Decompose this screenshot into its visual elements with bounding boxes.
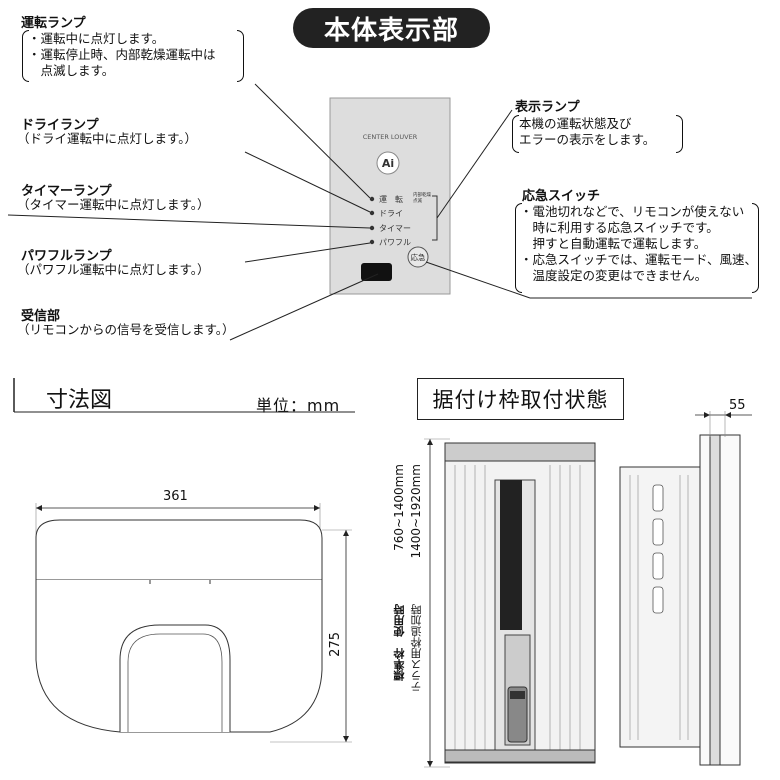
bracket	[22, 30, 29, 82]
receiver-desc: （リモコンからの信号を受信します。）	[17, 322, 235, 337]
receiver-title: 受信部	[21, 309, 61, 324]
display-diagram: CENTER LOUVER Ai 運 転 ドライ タイマー パワフル 内部乾燥 …	[7, 83, 752, 341]
emergency-switch-desc: ・電池切れなどで、リモコンが使えない 時に利用する応急スイッチです。 押すと自動…	[520, 204, 758, 283]
height-dimension: 275	[328, 632, 343, 657]
timer-lamp-title: タイマーランプ	[21, 184, 112, 199]
run-lamp-desc: ・運転中に点灯します。 ・運転停止時、内部乾燥運転中は 点滅します。	[28, 31, 216, 78]
range-standard: 760~1400mm	[392, 464, 406, 551]
dimension-title: 寸法図	[46, 388, 113, 413]
timer-lamp-dot	[369, 225, 375, 231]
run-lamp-title: 運転ランプ	[21, 16, 86, 31]
dry-lamp-desc: （ドライ運転中に点灯します。）	[17, 131, 198, 146]
dry-lamp-dot	[369, 210, 375, 216]
emergency-button-label: 応急	[411, 252, 426, 262]
frame-title: 据付け枠取付状態	[417, 378, 624, 420]
range-terrace: 1400~1920mm	[409, 464, 423, 559]
bracket	[237, 30, 244, 82]
label-standard: 標準枠 使用時	[393, 604, 406, 681]
powerful-lamp-desc: （パワフル運転中に点灯します。）	[17, 262, 210, 277]
emergency-switch-title: 応急スイッチ	[522, 189, 601, 204]
powerful-lamp-dot	[369, 239, 375, 245]
dimension-drawing	[13, 378, 355, 743]
panel-lamp-timer: タイマー	[379, 224, 411, 233]
timer-lamp-desc: （タイマー運転中に点灯します。）	[17, 197, 210, 212]
dry-lamp-title: ドライランプ	[21, 118, 99, 133]
panel-small-note-1: 内部乾燥	[413, 191, 431, 198]
display-lamp-desc: 本機の運転状態及び エラーの表示をします。	[519, 116, 656, 147]
panel-lamp-run: 運 転	[379, 195, 403, 204]
bracket	[515, 203, 522, 293]
panel-lamp-powerful: パワフル	[379, 238, 411, 247]
panel-small-note-2: 点滅	[413, 197, 422, 204]
panel-logo: Ai	[382, 157, 394, 170]
emergency-button-icon	[407, 246, 429, 268]
run-lamp-dot	[369, 196, 375, 202]
display-panel	[329, 97, 451, 295]
unit-label: 単位：mm	[256, 396, 341, 415]
depth-dimension: 55	[729, 398, 746, 413]
logo-icon	[376, 151, 400, 175]
label-terrace: テラス用枠追加時	[410, 604, 423, 692]
panel-brand: CENTER LOUVER	[363, 133, 418, 141]
page-title: 本体表示部	[293, 8, 490, 48]
panel-lamp-dry: ドライ	[379, 209, 403, 218]
bracket	[512, 115, 519, 153]
powerful-lamp-title: パワフルランプ	[21, 249, 112, 264]
bracket	[676, 115, 683, 153]
width-dimension: 361	[163, 489, 188, 504]
frame-drawing	[424, 411, 752, 768]
receiver-window	[361, 263, 392, 281]
display-lamp-title: 表示ランプ	[515, 100, 580, 115]
